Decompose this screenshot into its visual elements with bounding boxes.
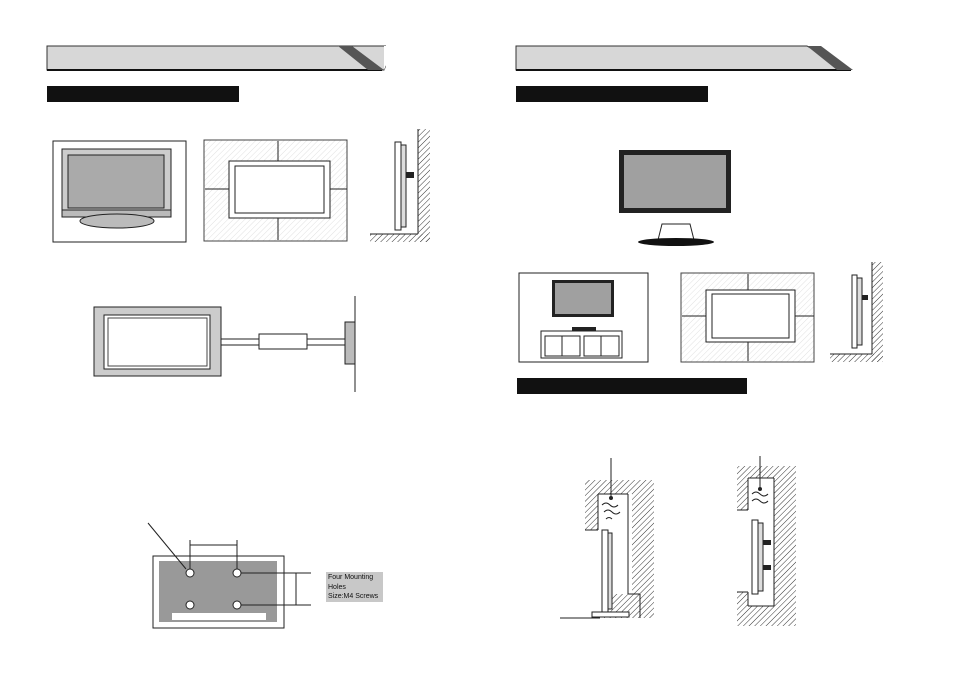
right-section-heading-bar-2 <box>517 378 747 394</box>
tv-on-cabinet-figure <box>518 272 649 363</box>
mounting-label-line1: Four Mounting <box>328 574 374 581</box>
right-section-heading-bar-1 <box>516 86 708 102</box>
right-wall-clearance-figure <box>680 272 815 363</box>
mounting-holes-label: Four Mounting Holes Size:M4 Screws <box>326 572 383 602</box>
ventilation-stand-figure <box>560 458 654 619</box>
right-page-header-banner <box>515 45 853 71</box>
wall-mount-side-figure <box>370 129 430 242</box>
mounting-label-line3: Size:M4 Screws <box>328 593 379 600</box>
left-page-header-banner <box>46 45 386 71</box>
back-panel-mounting-holes-figure <box>147 522 311 629</box>
wall-mount-clearance-figure <box>203 139 348 242</box>
arm-mount-figure <box>93 296 356 392</box>
mounting-label-line2: Holes <box>328 583 346 591</box>
tv-on-stand-figure <box>52 140 187 243</box>
right-wall-mount-side-figure <box>830 262 883 362</box>
ventilation-wall-mount-figure <box>737 456 796 626</box>
left-section-heading-bar <box>47 86 239 102</box>
right-tv-on-stand-figure <box>619 150 731 246</box>
